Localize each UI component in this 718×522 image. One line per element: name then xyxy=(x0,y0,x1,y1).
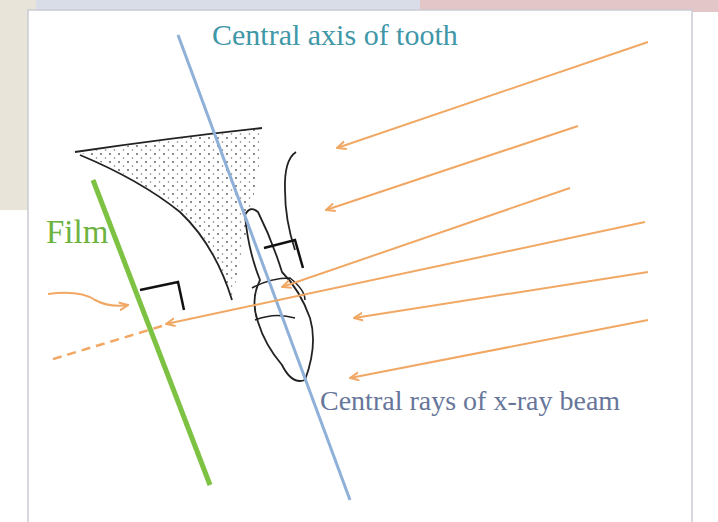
xray-arrow xyxy=(354,272,648,318)
right-angle-mark xyxy=(264,240,303,268)
tooth-axis-line xyxy=(178,35,350,500)
xray-arrow xyxy=(337,42,648,148)
crown-line xyxy=(255,315,295,320)
film-label: Film xyxy=(46,214,108,250)
film-pointer xyxy=(48,293,128,306)
right-angle-mark xyxy=(140,282,184,310)
diagram-frame xyxy=(28,10,692,522)
central-ray-arrow xyxy=(166,222,645,324)
xray-arrow xyxy=(350,320,648,378)
xray-arrow xyxy=(282,188,570,287)
film-line xyxy=(93,180,210,485)
labial-outline xyxy=(285,152,296,250)
ray-extension xyxy=(50,326,162,360)
axis-label: Central axis of tooth xyxy=(212,18,458,51)
palate-line xyxy=(75,128,262,152)
ray-label: Central rays of x-ray beam xyxy=(320,386,620,417)
